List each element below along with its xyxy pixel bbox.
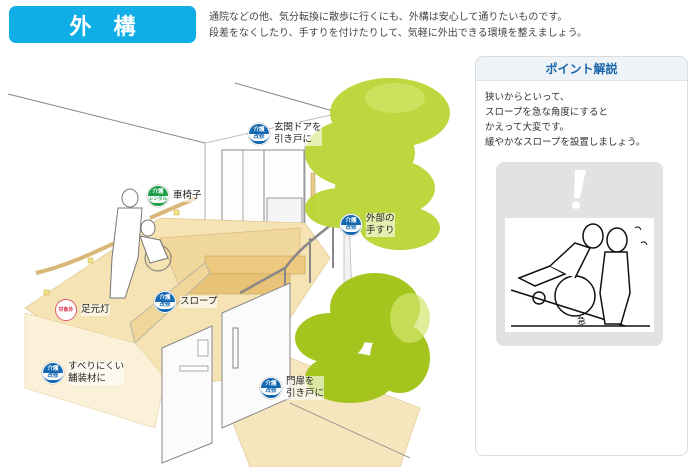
callout-foot-light: 対象外 足元灯 bbox=[55, 299, 110, 321]
care-renovation-badge: 介護 改修 bbox=[42, 362, 64, 384]
care-renovation-badge: 介護 改修 bbox=[340, 214, 362, 236]
not-covered-badge: 対象外 bbox=[55, 299, 77, 321]
section-title: 外構 bbox=[9, 6, 196, 43]
callout-gate: 介護 改修 門扉を 引き戸に bbox=[260, 376, 325, 400]
callout-slope: 介護 改修 スロープ bbox=[154, 291, 218, 313]
care-renovation-badge: 介護 改修 bbox=[248, 123, 270, 145]
warning-card: 急 bbox=[496, 162, 663, 346]
callout-non-slip-paving: 介護 改修 すべりにくい 舗装材に bbox=[42, 361, 125, 385]
callout-entrance-door: 介護 改修 玄関ドアを 引き戸に bbox=[248, 122, 322, 146]
point-panel-body: 狭いからといって、 スロープを急な角度にすると かえって大変です。 緩やかなスロ… bbox=[485, 92, 646, 148]
intro-line-1: 通院などの他、気分転換に散歩に行くにも、外構は安心して通りたいものです。 bbox=[209, 12, 568, 23]
callout-wheelchair: 介護 レンタル 車椅子 bbox=[147, 185, 202, 207]
intro-line-2: 段差をなくしたり、手すりを付けたりして、気軽に外出できる環境を整えましょう。 bbox=[209, 28, 587, 39]
callout-outdoor-handrail: 介護 改修 外部の 手すり bbox=[340, 213, 395, 237]
point-panel-title: ポイント解説 bbox=[476, 57, 687, 81]
steep-slope-illustration: 急 bbox=[505, 218, 654, 332]
care-rental-badge: 介護 レンタル bbox=[147, 185, 169, 207]
exclamation-icon bbox=[572, 170, 586, 209]
exterior-illustration: 介護 改修 玄関ドアを 引き戸に 介護 レンタル 車椅子 介護 改修 外部の 手… bbox=[0, 58, 470, 467]
care-renovation-badge: 介護 改修 bbox=[260, 377, 282, 399]
point-explanation-panel: ポイント解説 狭いからといって、 スロープを急な角度にすると かえって大変です。… bbox=[475, 56, 688, 456]
intro-text: 通院などの他、気分転換に散歩に行くにも、外構は安心して通りたいものです。 段差を… bbox=[209, 10, 587, 42]
care-renovation-badge: 介護 改修 bbox=[154, 291, 176, 313]
wheelchair-steep-slope-drawing: 急 bbox=[510, 223, 650, 327]
svg-text:急: 急 bbox=[577, 315, 586, 327]
house-exterior-drawing bbox=[7, 78, 450, 467]
